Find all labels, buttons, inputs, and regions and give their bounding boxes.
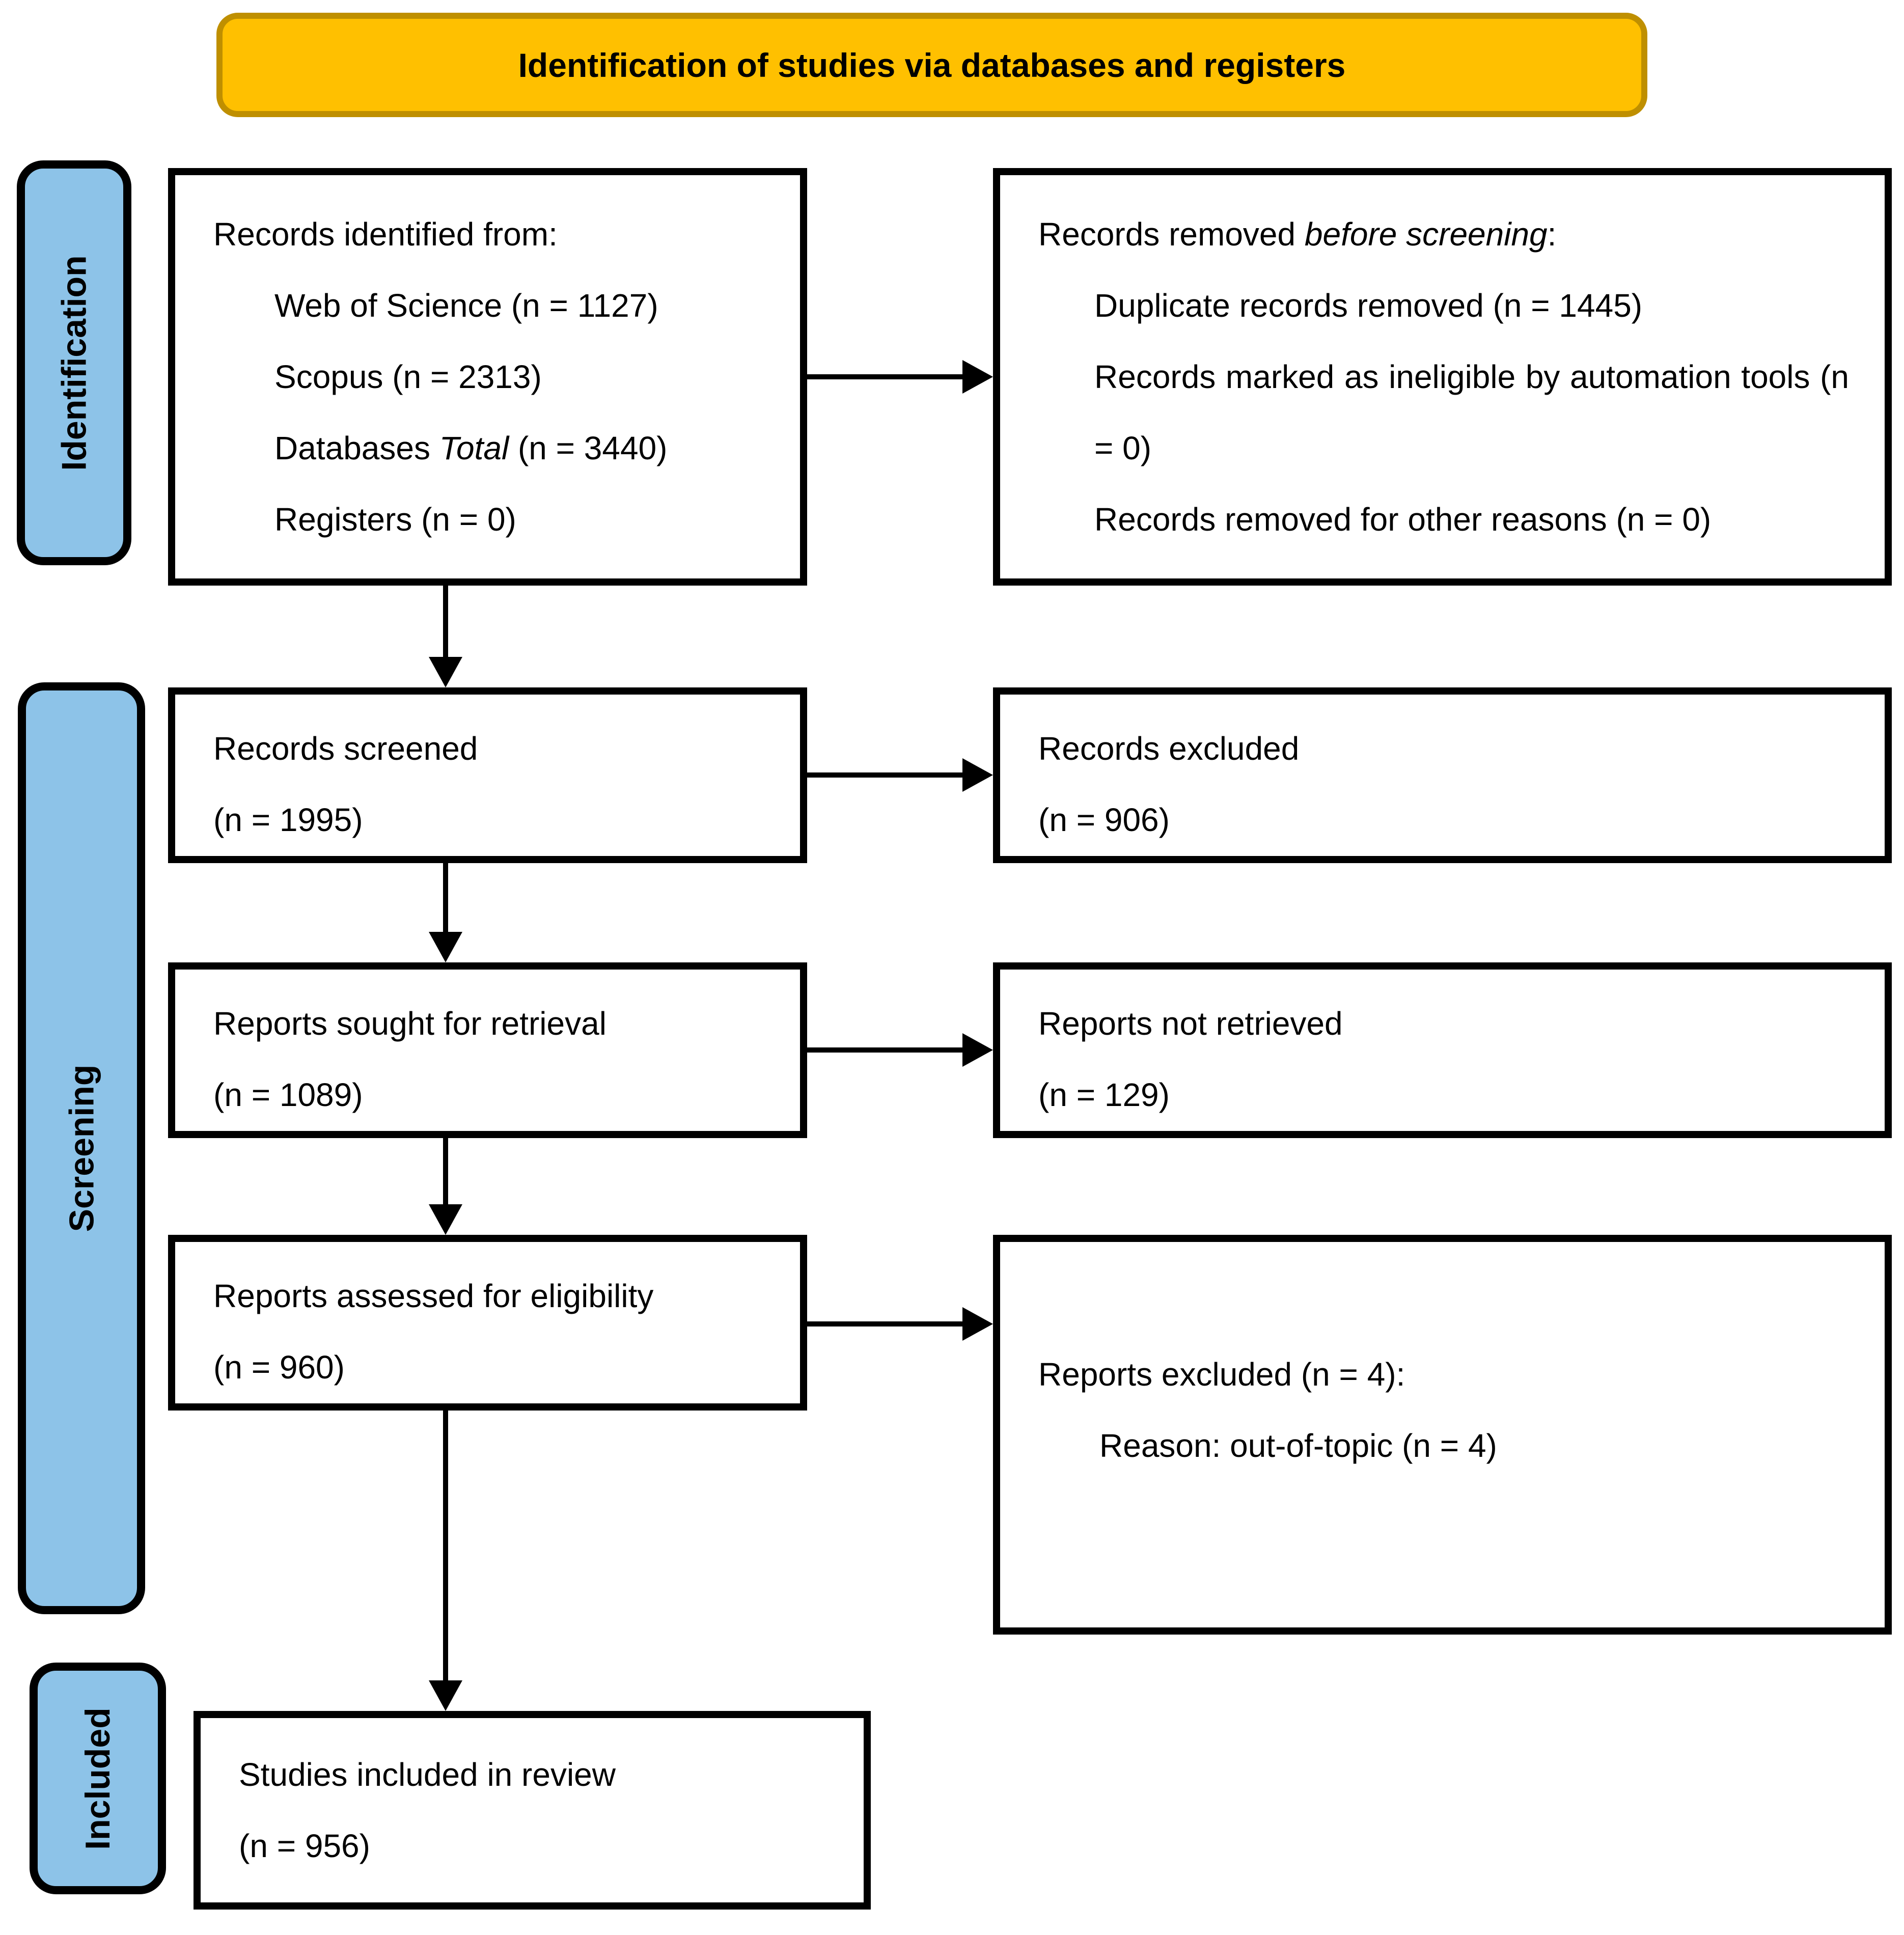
box-studies-included: Studies included in review (n = 956)	[194, 1711, 871, 1910]
records-removed-duplicates: Duplicate records removed (n = 1445)	[1094, 287, 1643, 324]
studies-included-text: Studies included in review	[239, 1756, 616, 1793]
records-removed-heading-pre: Records removed	[1038, 216, 1305, 253]
records-removed-heading-italic: before screening	[1304, 216, 1548, 253]
records-identified-web-of-science: Web of Science (n = 1127)	[274, 287, 658, 324]
arrow-shaft	[443, 1411, 448, 1681]
databases-total-italic: Total	[439, 430, 509, 466]
records-removed-automation: Records marked as ineligible by automati…	[1094, 358, 1849, 466]
box-records-identified: Records identified from: Web of Science …	[168, 168, 807, 586]
arrowhead-down-icon	[429, 1680, 462, 1711]
arrow-assessed-to-included	[428, 1411, 463, 1711]
arrow-sought-to-assessed	[428, 1138, 463, 1235]
arrowhead-right-icon	[962, 758, 993, 792]
box-records-screened: Records screened (n = 1995)	[168, 687, 807, 863]
diagram-title-banner: Identification of studies via databases …	[216, 13, 1647, 117]
arrowhead-down-icon	[429, 932, 462, 962]
records-removed-other-reasons: Records removed for other reasons (n = 0…	[1094, 501, 1712, 538]
arrow-shaft	[443, 863, 448, 933]
reports-excluded-heading: Reports excluded (n = 4):	[1038, 1356, 1405, 1393]
box-reports-excluded: Reports excluded (n = 4): Reason: out-of…	[993, 1235, 1892, 1635]
records-excluded-count: (n = 906)	[1038, 801, 1170, 838]
reports-not-retrieved-text: Reports not retrieved	[1038, 1005, 1343, 1042]
records-removed-heading-post: :	[1547, 216, 1557, 253]
diagram-title-text: Identification of studies via databases …	[518, 46, 1346, 84]
arrow-sought-to-not-retrieved	[807, 1032, 993, 1068]
reports-sought-count: (n = 1089)	[213, 1076, 363, 1113]
box-reports-sought: Reports sought for retrieval (n = 1089)	[168, 962, 807, 1138]
stage-label-screening-text: Screening	[62, 1064, 101, 1232]
arrowhead-right-icon	[962, 1033, 993, 1067]
arrowhead-right-icon	[962, 1307, 993, 1341]
arrowhead-right-icon	[962, 360, 993, 394]
reports-sought-text: Reports sought for retrieval	[213, 1005, 606, 1042]
box-records-removed: Records removed before screening: Duplic…	[993, 168, 1892, 586]
arrowhead-down-icon	[429, 1204, 462, 1235]
databases-total-post: (n = 3440)	[509, 430, 668, 466]
records-identified-scopus: Scopus (n = 2313)	[274, 358, 542, 395]
records-excluded-text: Records excluded	[1038, 730, 1300, 767]
box-reports-not-retrieved: Reports not retrieved (n = 129)	[993, 962, 1892, 1138]
box-records-excluded: Records excluded (n = 906)	[993, 687, 1892, 863]
arrow-shaft	[807, 1047, 963, 1053]
arrow-shaft	[807, 374, 963, 379]
reports-not-retrieved-count: (n = 129)	[1038, 1076, 1170, 1113]
databases-total-pre: Databases	[274, 430, 439, 466]
arrow-shaft	[443, 1138, 448, 1205]
arrow-identified-to-removed	[807, 359, 993, 395]
reports-assessed-count: (n = 960)	[213, 1349, 345, 1386]
records-identified-heading: Records identified from:	[213, 216, 558, 253]
stage-label-identification: Identification	[17, 160, 131, 565]
arrow-screened-to-sought	[428, 863, 463, 962]
stage-label-screening: Screening	[18, 682, 145, 1614]
records-screened-text: Records screened	[213, 730, 478, 767]
arrow-screened-to-excluded	[807, 757, 993, 793]
stage-label-included-text: Included	[78, 1707, 118, 1850]
arrow-assessed-to-excluded	[807, 1306, 993, 1342]
records-identified-registers: Registers (n = 0)	[274, 501, 516, 538]
box-reports-assessed: Reports assessed for eligibility (n = 96…	[168, 1235, 807, 1411]
records-screened-count: (n = 1995)	[213, 801, 363, 838]
records-identified-databases-total: Databases Total (n = 3440)	[274, 412, 764, 484]
records-removed-heading: Records removed before screening:	[1038, 199, 1849, 270]
reports-excluded-reason: Reason: out-of-topic (n = 4)	[1099, 1427, 1497, 1464]
stage-label-included: Included	[30, 1663, 166, 1894]
arrow-identified-to-screened	[428, 586, 463, 687]
arrow-shaft	[807, 772, 963, 778]
arrow-shaft	[807, 1321, 963, 1326]
arrowhead-down-icon	[429, 657, 462, 687]
arrow-shaft	[443, 586, 448, 658]
reports-assessed-text: Reports assessed for eligibility	[213, 1278, 654, 1314]
stage-label-identification-text: Identification	[54, 255, 94, 471]
studies-included-count: (n = 956)	[239, 1828, 370, 1864]
